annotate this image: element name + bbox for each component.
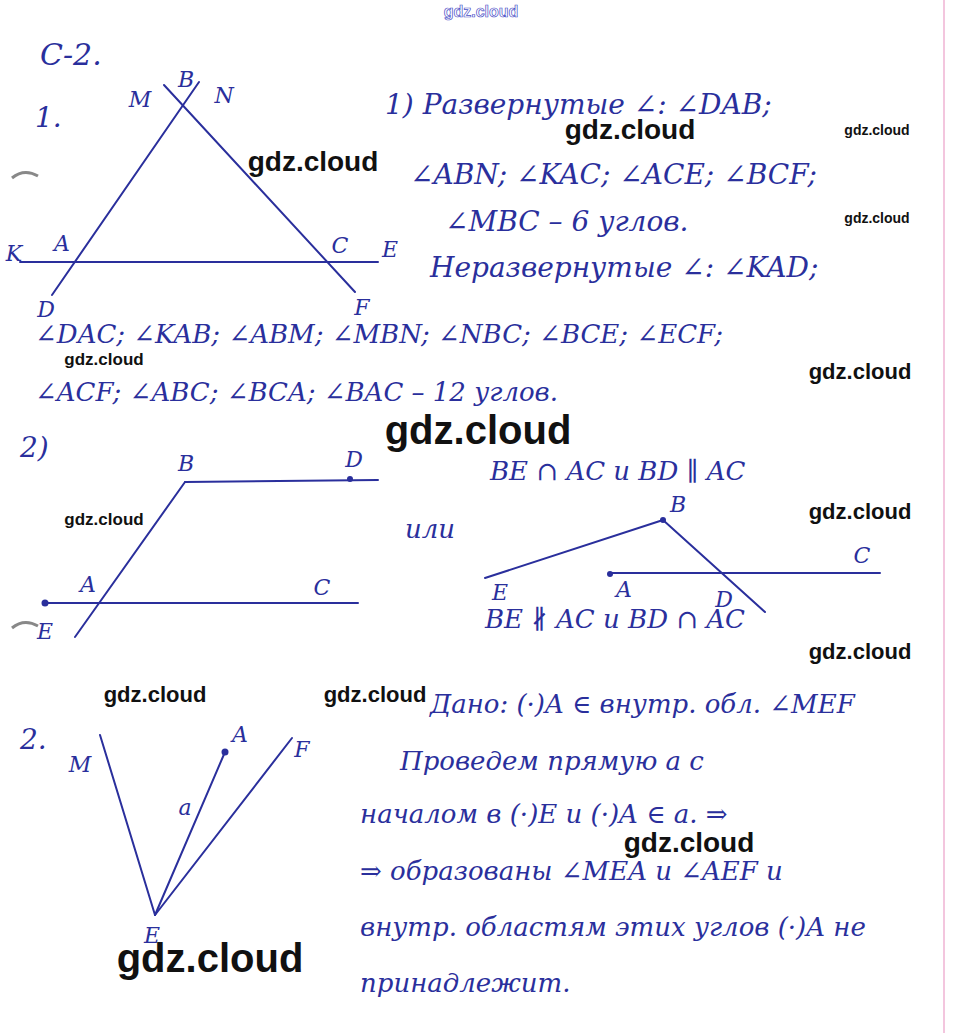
watermark: gdz.cloud [248, 146, 379, 178]
ray-ac [45, 602, 358, 604]
watermark: gdz.cloud [324, 682, 427, 707]
point-label: M [129, 87, 152, 112]
watermark: gdz.cloud [809, 359, 912, 384]
ray-ea [155, 752, 225, 915]
handwritten-line: ⇒ образованы ∠MEA и ∠AEF и [360, 857, 783, 887]
point-label: A [616, 577, 632, 602]
point-label: E [382, 237, 398, 262]
handwritten-line: ∠ACF; ∠ABC; ∠BCA; ∠BAC – 12 углов. [35, 378, 558, 408]
ray-em [100, 735, 155, 915]
point-dot [42, 600, 49, 607]
point-label: M [69, 752, 92, 777]
line-mf [164, 85, 355, 292]
handwritten-line: принадлежит. [360, 969, 570, 999]
watermark: gdz.cloud [809, 639, 912, 664]
point-label: F [294, 737, 309, 762]
point-dot [660, 517, 666, 523]
handwritten-line: 1. [35, 102, 62, 134]
point-label: E [37, 619, 53, 644]
point-dot [607, 571, 613, 577]
handwritten-line: 2. [20, 724, 47, 756]
point-label: N [214, 83, 233, 108]
handwritten-line: С-2. [40, 38, 102, 73]
handwritten-line: Дано: (·)A ∈ внутр. обл. ∠MEF [430, 690, 855, 720]
handwritten-line: ∠ABN; ∠KAC; ∠ACE; ∠BCF; [410, 159, 817, 191]
point-label: F [354, 295, 369, 320]
point-label: D [345, 447, 363, 472]
watermark: gdz.cloud [444, 3, 519, 21]
point-label: C [314, 575, 331, 600]
point-label: D [37, 297, 55, 322]
watermark: gdz.cloud [624, 827, 755, 859]
watermark: gdz.cloud [104, 682, 207, 707]
point-label: A [80, 572, 96, 597]
ray-be [485, 520, 663, 578]
watermark: gdz.cloud [117, 935, 304, 981]
watermark: gdz.cloud [844, 122, 909, 138]
point-dot [222, 749, 229, 756]
point-dot [347, 476, 353, 482]
point-label: a [178, 795, 191, 820]
point-label: C [332, 233, 349, 258]
line-dn [52, 82, 199, 295]
point-label: B [670, 492, 686, 517]
handwritten-line: ∠DAC; ∠KAB; ∠ABM; ∠MBN; ∠NBC; ∠BCE; ∠ECF… [35, 320, 723, 350]
point-label: B [178, 451, 194, 476]
watermark: gdz.cloud [64, 510, 143, 530]
handwritten-line: началом в (·)E и (·)A ∈ a. ⇒ [360, 800, 727, 830]
point-label: C [854, 543, 871, 568]
ray-bd [663, 520, 765, 612]
watermark: gdz.cloud [565, 114, 696, 146]
point-label: B [178, 67, 194, 92]
margin-line [943, 0, 945, 1033]
binder-hole [12, 172, 38, 178]
watermark: gdz.cloud [64, 350, 143, 370]
binder-hole [12, 622, 38, 628]
handwritten-line: 2) [20, 432, 49, 464]
ray-ef [155, 738, 292, 915]
watermark: gdz.cloud [844, 210, 909, 226]
point-label: E [492, 580, 508, 605]
watermark: gdz.cloud [809, 499, 912, 524]
watermark: gdz.cloud [385, 407, 572, 453]
ray-be [75, 482, 185, 637]
handwritten-line: внутр. областям этих углов (·)A не [360, 913, 866, 943]
handwritten-line: ∠MBC – 6 углов. [445, 206, 688, 238]
handwritten-line: Проведем прямую a с [400, 747, 704, 777]
point-label: K [6, 241, 22, 266]
handwritten-line: или [405, 515, 455, 545]
point-label: A [54, 231, 70, 256]
handwritten-line: Неразвернутые ∠: ∠KAD; [430, 252, 818, 284]
point-label: A [232, 722, 248, 747]
ray-ac [610, 572, 880, 574]
handwritten-line: BE ∩ AC и BD ∥ AC [490, 457, 746, 487]
handwritten-line: BE ∦ AC и BD ∩ AC [485, 605, 745, 635]
